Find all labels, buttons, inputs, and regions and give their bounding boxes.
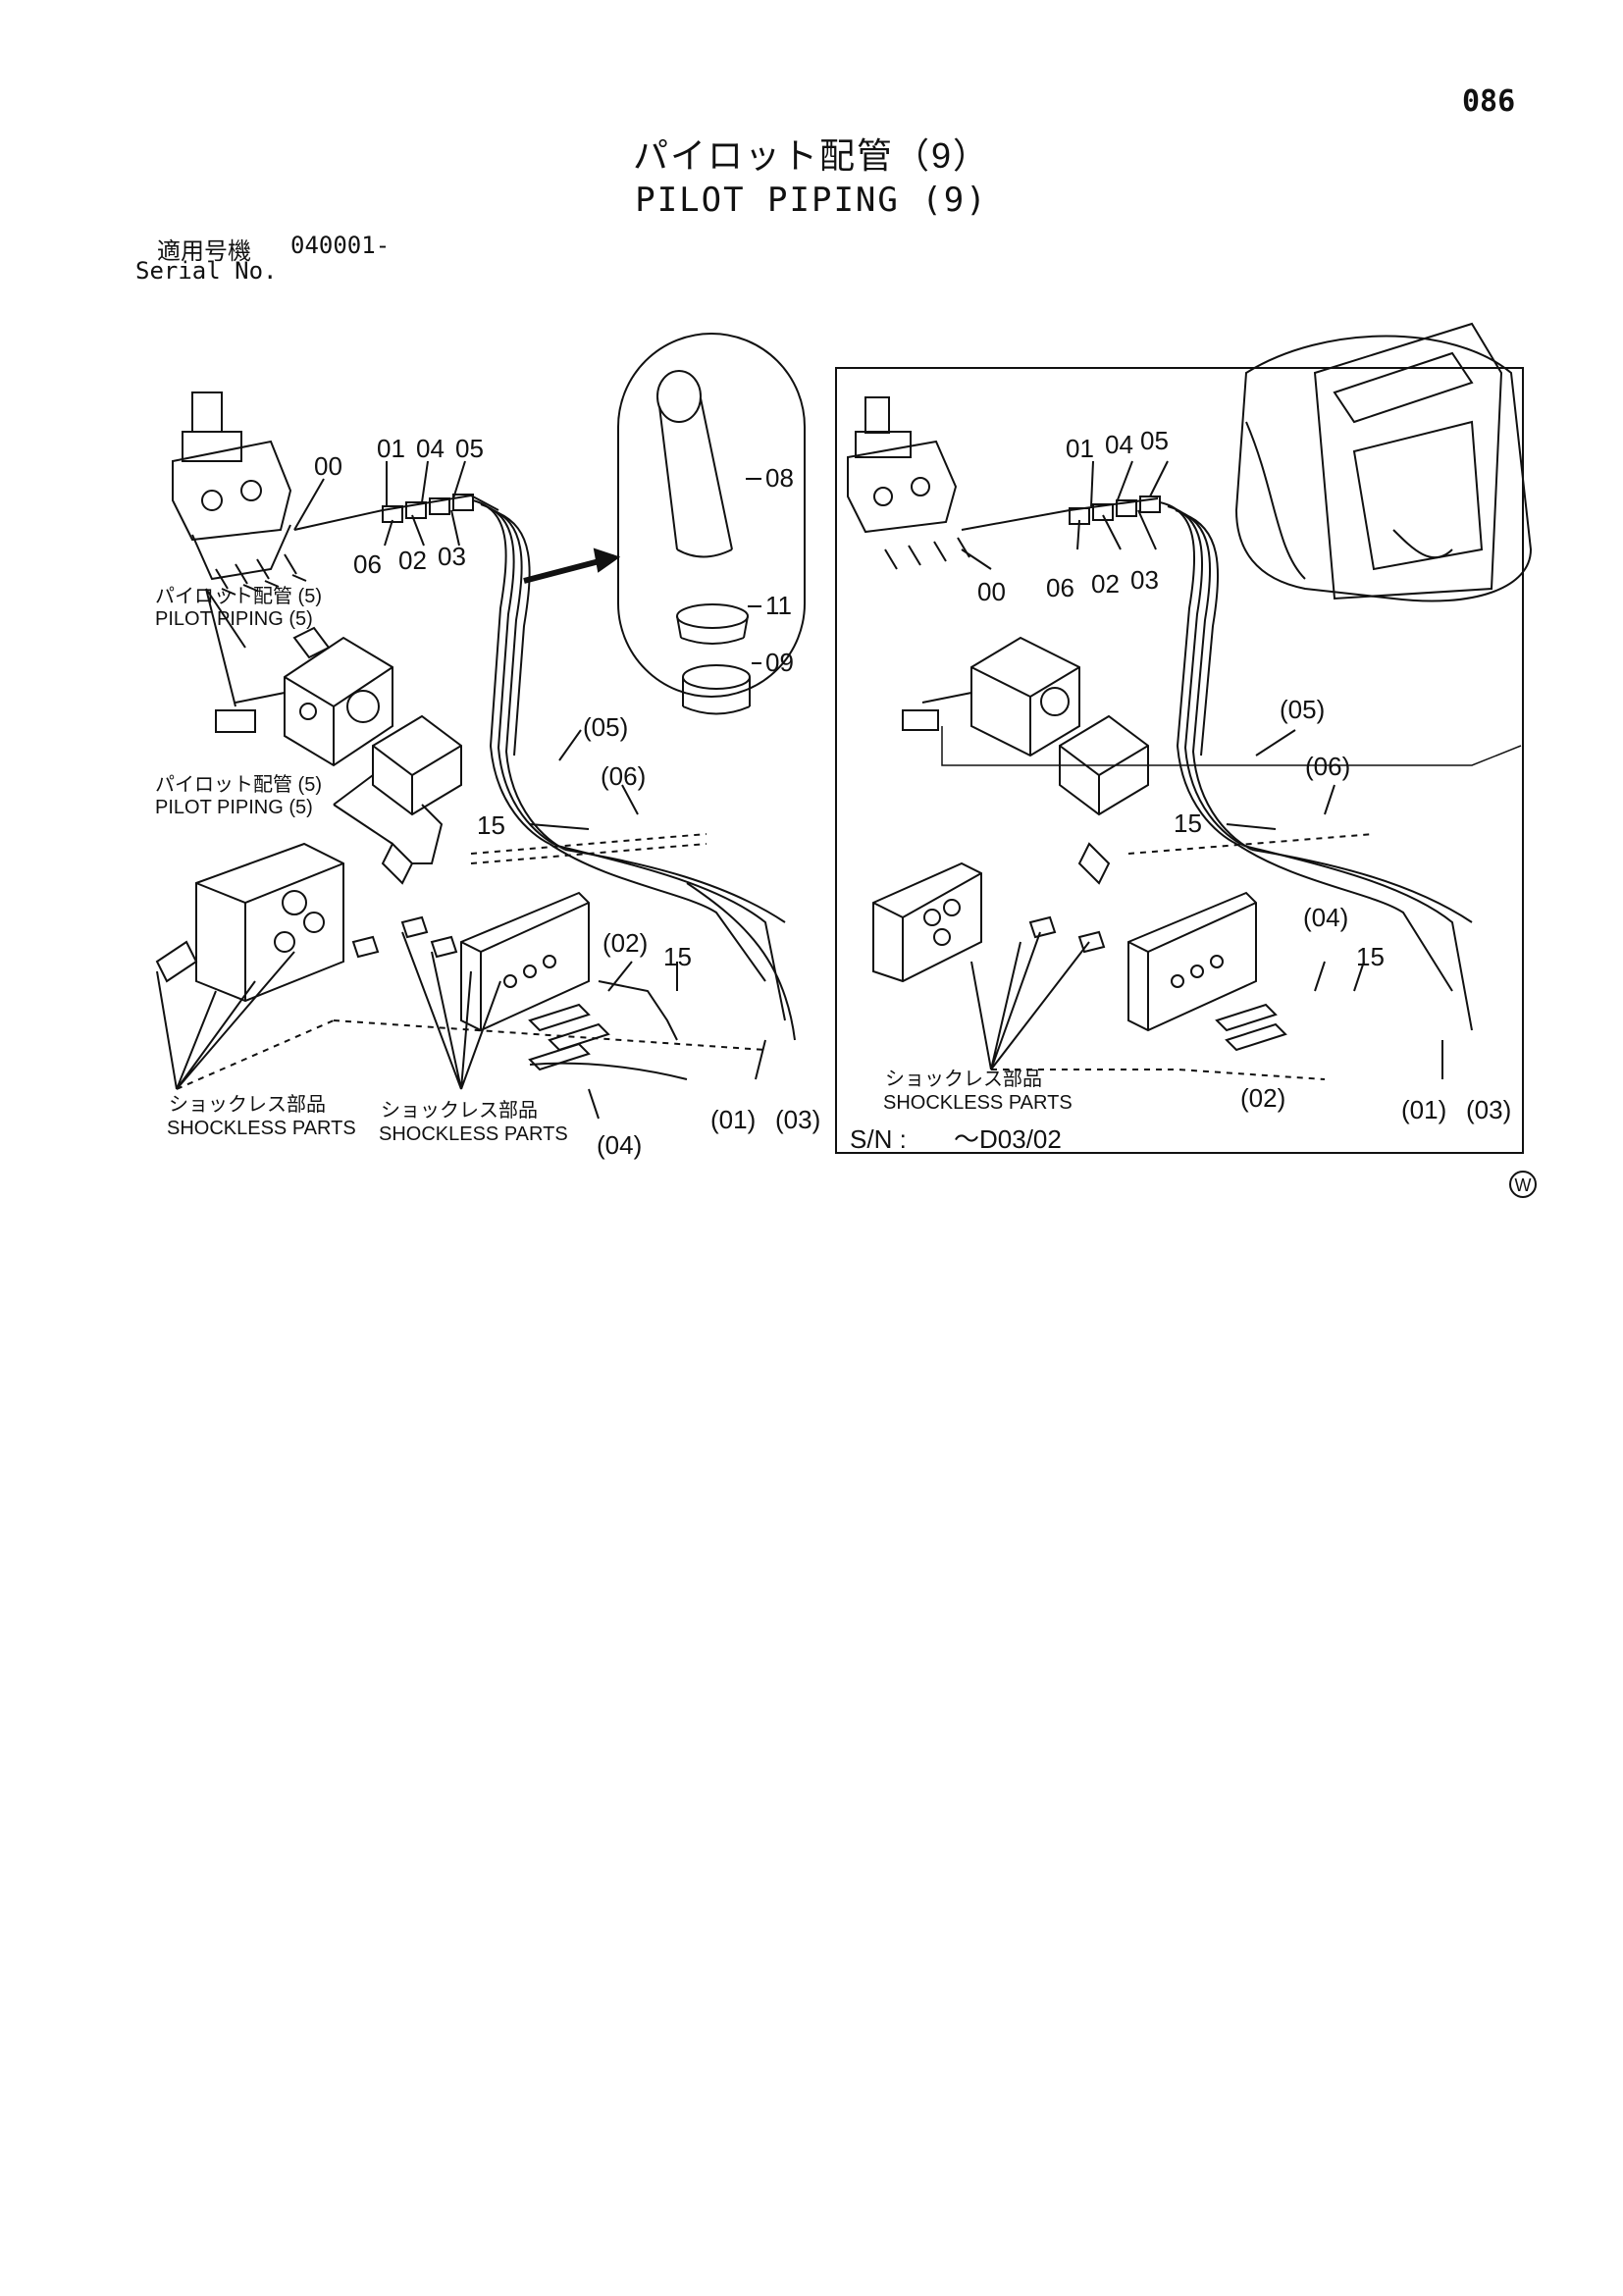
serial-value: 040001- (290, 232, 391, 259)
pilot-valve-left (172, 391, 307, 596)
ref-pilot-piping-1-en: PILOT PIPING (5) (155, 608, 313, 630)
ref-pilot-piping-1-jp: パイロット配管 (5) (155, 585, 322, 607)
shockless-manifold-right-2 (1127, 891, 1287, 1052)
callout-right-05: 05 (1140, 426, 1169, 455)
shockless-right-en: SHOCKLESS PARTS (883, 1092, 1073, 1114)
callout-right-01b: (01) (1401, 1095, 1446, 1124)
callout-left-03: 03 (438, 542, 466, 571)
callout-right-03b: (03) (1466, 1095, 1511, 1124)
cab-illustration (1234, 322, 1533, 602)
callout-left-00: 00 (314, 451, 342, 481)
callout-right-01: 01 (1066, 434, 1094, 463)
shockless-1-jp: ショックレス部品 (169, 1093, 326, 1116)
shockless-manifold-left-1 (155, 842, 380, 1003)
callout-left-15b: 15 (663, 942, 692, 971)
callout-right-15b: 15 (1356, 942, 1385, 971)
callout-right-03: 03 (1130, 565, 1159, 595)
pointer-lines-right (970, 833, 1375, 1080)
valve-block-left-1 (215, 626, 393, 767)
callout-leaders-right (961, 460, 1443, 1079)
callout-left-06b: (06) (601, 761, 646, 791)
valve-block-right-2 (1059, 714, 1149, 885)
callout-left-15a: 15 (477, 810, 505, 840)
callout-right-04: 04 (1105, 430, 1133, 459)
callout-detail-11: 11 (765, 591, 792, 620)
serial-label-japanese: 適用号機 (157, 238, 251, 265)
hose-bundle-left (293, 494, 796, 1041)
callout-detail-09: 09 (765, 648, 794, 677)
shockless-right-jp: ショックレス部品 (885, 1068, 1042, 1090)
serial-label-english: Serial No. (135, 257, 278, 285)
shockless-1-en: SHOCKLESS PARTS (167, 1118, 356, 1139)
callout-left-06: 06 (353, 549, 382, 579)
w-mark-circle (1509, 1171, 1537, 1198)
callout-right-02b: (02) (1240, 1083, 1285, 1113)
shockless-fittings-left (528, 980, 688, 1080)
callout-right-05b: (05) (1280, 695, 1325, 724)
callout-left-02: 02 (398, 546, 427, 575)
shockless-2-en: SHOCKLESS PARTS (379, 1123, 568, 1145)
callout-left-05b: (05) (583, 712, 628, 742)
shockless-2-jp: ショックレス部品 (381, 1099, 538, 1122)
sn-value: ～D03/02 (954, 1124, 1062, 1154)
callout-left-02b: (02) (602, 928, 648, 958)
w-mark: W (1515, 1175, 1532, 1195)
pilot-valve-right (847, 396, 970, 570)
callout-left-04: 04 (416, 434, 445, 463)
callout-right-04b: (04) (1303, 903, 1348, 932)
pointer-lines-left (156, 833, 766, 1090)
shockless-manifold-right-1 (872, 861, 1106, 983)
shockless-manifold-left-2 (400, 891, 590, 1032)
callout-left-03b: (03) (775, 1105, 820, 1134)
detail-bubble (523, 333, 806, 715)
ref-pilot-piping-2-jp: パイロット配管 (5) (155, 773, 322, 796)
title-japanese: パイロット配管（9） (632, 135, 991, 176)
callout-right-02: 02 (1091, 569, 1120, 599)
ref-pilot-piping-2-en: PILOT PIPING (5) (155, 797, 313, 818)
callout-detail-08: 08 (765, 463, 794, 493)
sn-label: S/N : (850, 1124, 907, 1154)
callout-left-05: 05 (455, 434, 484, 463)
callout-left-04b: (04) (597, 1130, 642, 1160)
callout-right-00: 00 (977, 577, 1006, 606)
page-number: 086 (1462, 84, 1516, 119)
valve-block-right-1 (902, 636, 1522, 766)
title-english: PILOT PIPING (9) (635, 181, 988, 220)
valve-block-left-2 (372, 714, 462, 885)
callout-left-01: 01 (377, 434, 405, 463)
hose-bundle-right (961, 496, 1473, 1031)
callout-left-01b: (01) (710, 1105, 756, 1134)
callout-right-06: 06 (1046, 573, 1074, 602)
callout-right-15a: 15 (1174, 809, 1202, 838)
right-panel-frame (835, 367, 1524, 1154)
callout-leaders-left (205, 460, 766, 1120)
callout-right-06b: (06) (1305, 752, 1350, 781)
